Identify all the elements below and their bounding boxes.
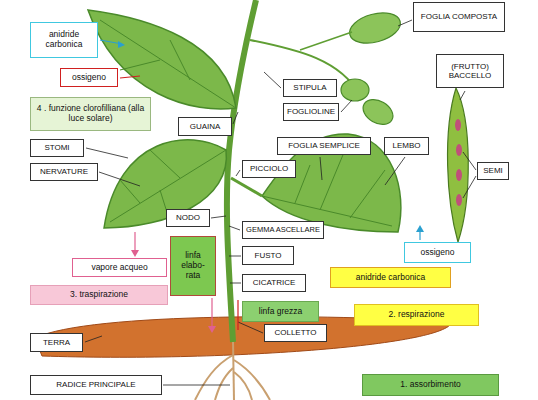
roots: [195, 340, 270, 400]
node-text: COLLETTO: [274, 328, 316, 337]
function-box: 2. respirazione: [354, 304, 479, 326]
node-text: anidride carbonica: [34, 30, 94, 50]
node-text: FUSTO: [255, 251, 282, 260]
node-text: GUAINA: [190, 122, 221, 131]
part-label: GUAINA: [178, 117, 232, 136]
part-label: COLLETTO: [264, 324, 327, 342]
part-label: SEMI: [477, 162, 509, 180]
part-label: FOGLIA COMPOSTA: [413, 2, 505, 32]
leaf: [88, 10, 236, 109]
pod: [448, 88, 469, 242]
part-label: FOGLIOLINE: [283, 103, 339, 121]
node-text: 1. assorbimento: [400, 380, 460, 390]
node-text: 2. respirazione: [389, 310, 445, 320]
seeds: [455, 119, 462, 206]
node-text: TERRA: [43, 338, 70, 347]
part-label: PICCIOLO: [242, 160, 296, 178]
gas-label: ossigeno: [60, 68, 118, 87]
node-text: FOGLIA SEMPLICE: [288, 141, 360, 150]
part-label: (FRUTTO) BACCELLO: [436, 54, 504, 88]
part-label: FOGLIA SEMPLICE: [277, 137, 371, 155]
part-label: STIPULA: [283, 79, 337, 97]
function-box: 4 . funzione clorofilliana (alla luce so…: [30, 97, 151, 131]
node-text: GEMMA ASCELLARE: [246, 226, 320, 235]
node-text: vapore acqueo: [91, 263, 147, 273]
part-label: STOMI: [30, 139, 84, 157]
part-label: RADICE PRINCIPALE: [30, 375, 162, 395]
node-text: SEMI: [483, 166, 503, 175]
gas-label: ossigeno: [404, 242, 471, 263]
node-text: linfa elabo- rata: [174, 251, 212, 280]
node-text: RADICE PRINCIPALE: [56, 380, 135, 389]
compound-leaf: [250, 8, 404, 130]
node-text: anidride carbonica: [356, 273, 425, 283]
leader-lines: [85, 20, 476, 385]
node-text: LEMBO: [392, 141, 420, 150]
node-text: 4 . funzione clorofilliana (alla luce so…: [34, 104, 147, 124]
node-text: NODO: [176, 213, 200, 222]
part-label: TERRA: [30, 333, 83, 352]
node-text: linfa grezza: [259, 307, 302, 317]
part-label: NERVATURE: [30, 163, 98, 181]
node-text: NERVATURE: [40, 167, 88, 176]
node-text: STOMI: [44, 143, 69, 152]
node-text: FOGLIOLINE: [287, 107, 335, 116]
part-label: LEMBO: [384, 137, 429, 155]
gas-label: vapore acqueo: [72, 258, 167, 277]
node-text: 3. traspirazione: [70, 290, 128, 300]
node-text: FOGLIA COMPOSTA: [421, 12, 497, 21]
part-label: FUSTO: [242, 246, 294, 265]
node-text: ossigeno: [420, 248, 454, 258]
sap-box: linfa grezza: [242, 301, 319, 322]
function-box: 1. assorbimento: [362, 374, 499, 396]
part-label: GEMMA ASCELLARE: [242, 221, 324, 239]
function-box: 3. traspirazione: [30, 285, 168, 305]
part-label: CICATRICE: [242, 274, 306, 292]
sap-box: linfa elabo- rata: [170, 236, 216, 296]
node-text: ossigeno: [72, 73, 106, 83]
node-text: PICCIOLO: [250, 164, 288, 173]
leaf: [262, 134, 401, 232]
gas-label: anidride carbonica: [330, 267, 451, 288]
leaf: [104, 140, 226, 228]
gas-label: anidride carbonica: [30, 22, 98, 58]
node-text: (FRUTTO) BACCELLO: [440, 62, 500, 80]
node-text: STIPULA: [293, 83, 326, 92]
node-text: CICATRICE: [253, 278, 296, 287]
petiole: [231, 178, 262, 196]
part-label: NODO: [166, 209, 210, 227]
